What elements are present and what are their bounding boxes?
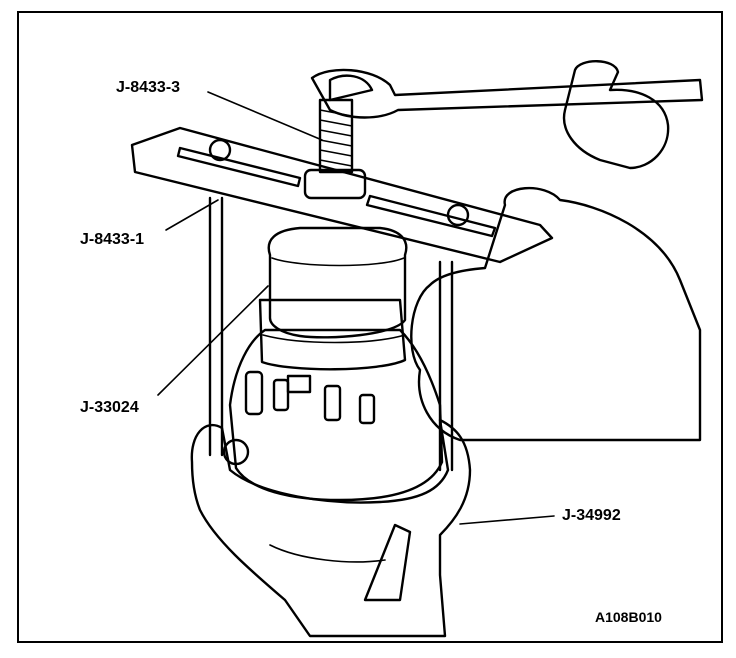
leader-j8433-3	[207, 91, 323, 141]
label-j34992: J-34992	[562, 507, 621, 524]
distributor-body	[222, 298, 444, 502]
receiver-j33024	[267, 226, 408, 339]
figure-frame	[17, 11, 723, 643]
wrench	[310, 68, 704, 119]
label-j8433-1: J-8433-1	[80, 231, 144, 248]
forcing-screw-j8433-3	[303, 98, 367, 200]
leader-j34992	[459, 515, 555, 525]
leader-j8433-1	[165, 199, 219, 231]
label-j33024: J-33024	[80, 399, 139, 416]
upper-hand	[562, 60, 670, 170]
label-j8433-3: J-8433-3	[116, 79, 180, 96]
bridge-bar-j8433-1	[130, 126, 554, 472]
lower-hand	[410, 187, 702, 442]
leader-j33024	[157, 285, 269, 396]
figure-id: A108B010	[595, 609, 662, 625]
